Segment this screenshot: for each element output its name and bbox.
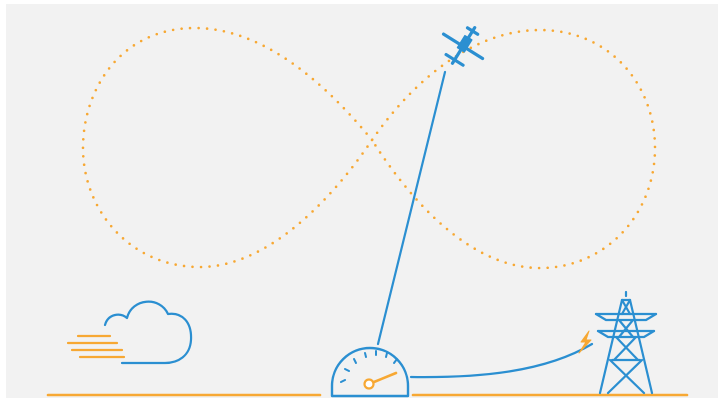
background-panel: [6, 4, 718, 398]
gauge-pivot: [365, 380, 374, 389]
